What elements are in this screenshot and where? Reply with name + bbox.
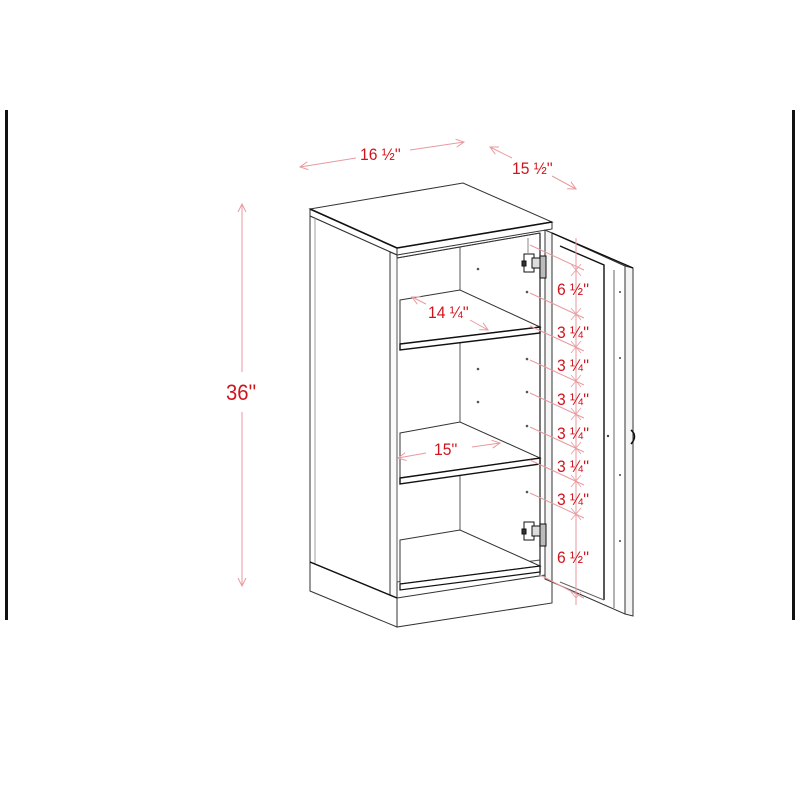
door-side-thickness	[624, 265, 634, 617]
door	[544, 229, 636, 617]
door-spacing-label: 3 ¼''	[557, 490, 590, 509]
door-spacing-label: 3 ¼''	[557, 390, 590, 409]
bottom-panel-edge	[399, 565, 541, 591]
shelf-depth-dimension-label: 14 ¼''	[428, 303, 469, 322]
right-frame-line	[792, 110, 795, 620]
shelf-lower-edge	[399, 457, 541, 485]
interior-width-dimension-label: 15''	[434, 440, 458, 459]
depth-dimension-label: 15 ½''	[512, 159, 553, 178]
door-knob-icon	[630, 429, 636, 445]
side-panel	[309, 215, 398, 599]
door-spacing-label: 3 ¼''	[557, 323, 590, 342]
door-spacing-label: 3 ¼''	[557, 457, 590, 476]
door-spacing-label: 3 ¼''	[557, 356, 590, 375]
hinge-lower-icon	[521, 521, 547, 547]
hinge-upper-icon	[521, 238, 547, 279]
door-spacing-label: 6 ½''	[557, 280, 590, 299]
width-dimension-label: 16 ½''	[360, 145, 401, 164]
dimension-lines	[242, 142, 585, 605]
shelf-upper-edge	[399, 326, 541, 351]
left-frame-line	[5, 110, 8, 620]
cabinet-body	[308, 182, 554, 628]
spacing-ticks	[570, 263, 582, 599]
door-spacing-label: 6 ½''	[557, 548, 590, 567]
door-edge	[544, 229, 553, 583]
shelf-pin-holes	[476, 267, 529, 494]
interior-right-wall	[459, 232, 541, 571]
door-spacing-label: 3 ¼''	[557, 424, 590, 443]
height-dimension-label: 36''	[226, 380, 257, 405]
side-front-edge	[389, 251, 398, 599]
